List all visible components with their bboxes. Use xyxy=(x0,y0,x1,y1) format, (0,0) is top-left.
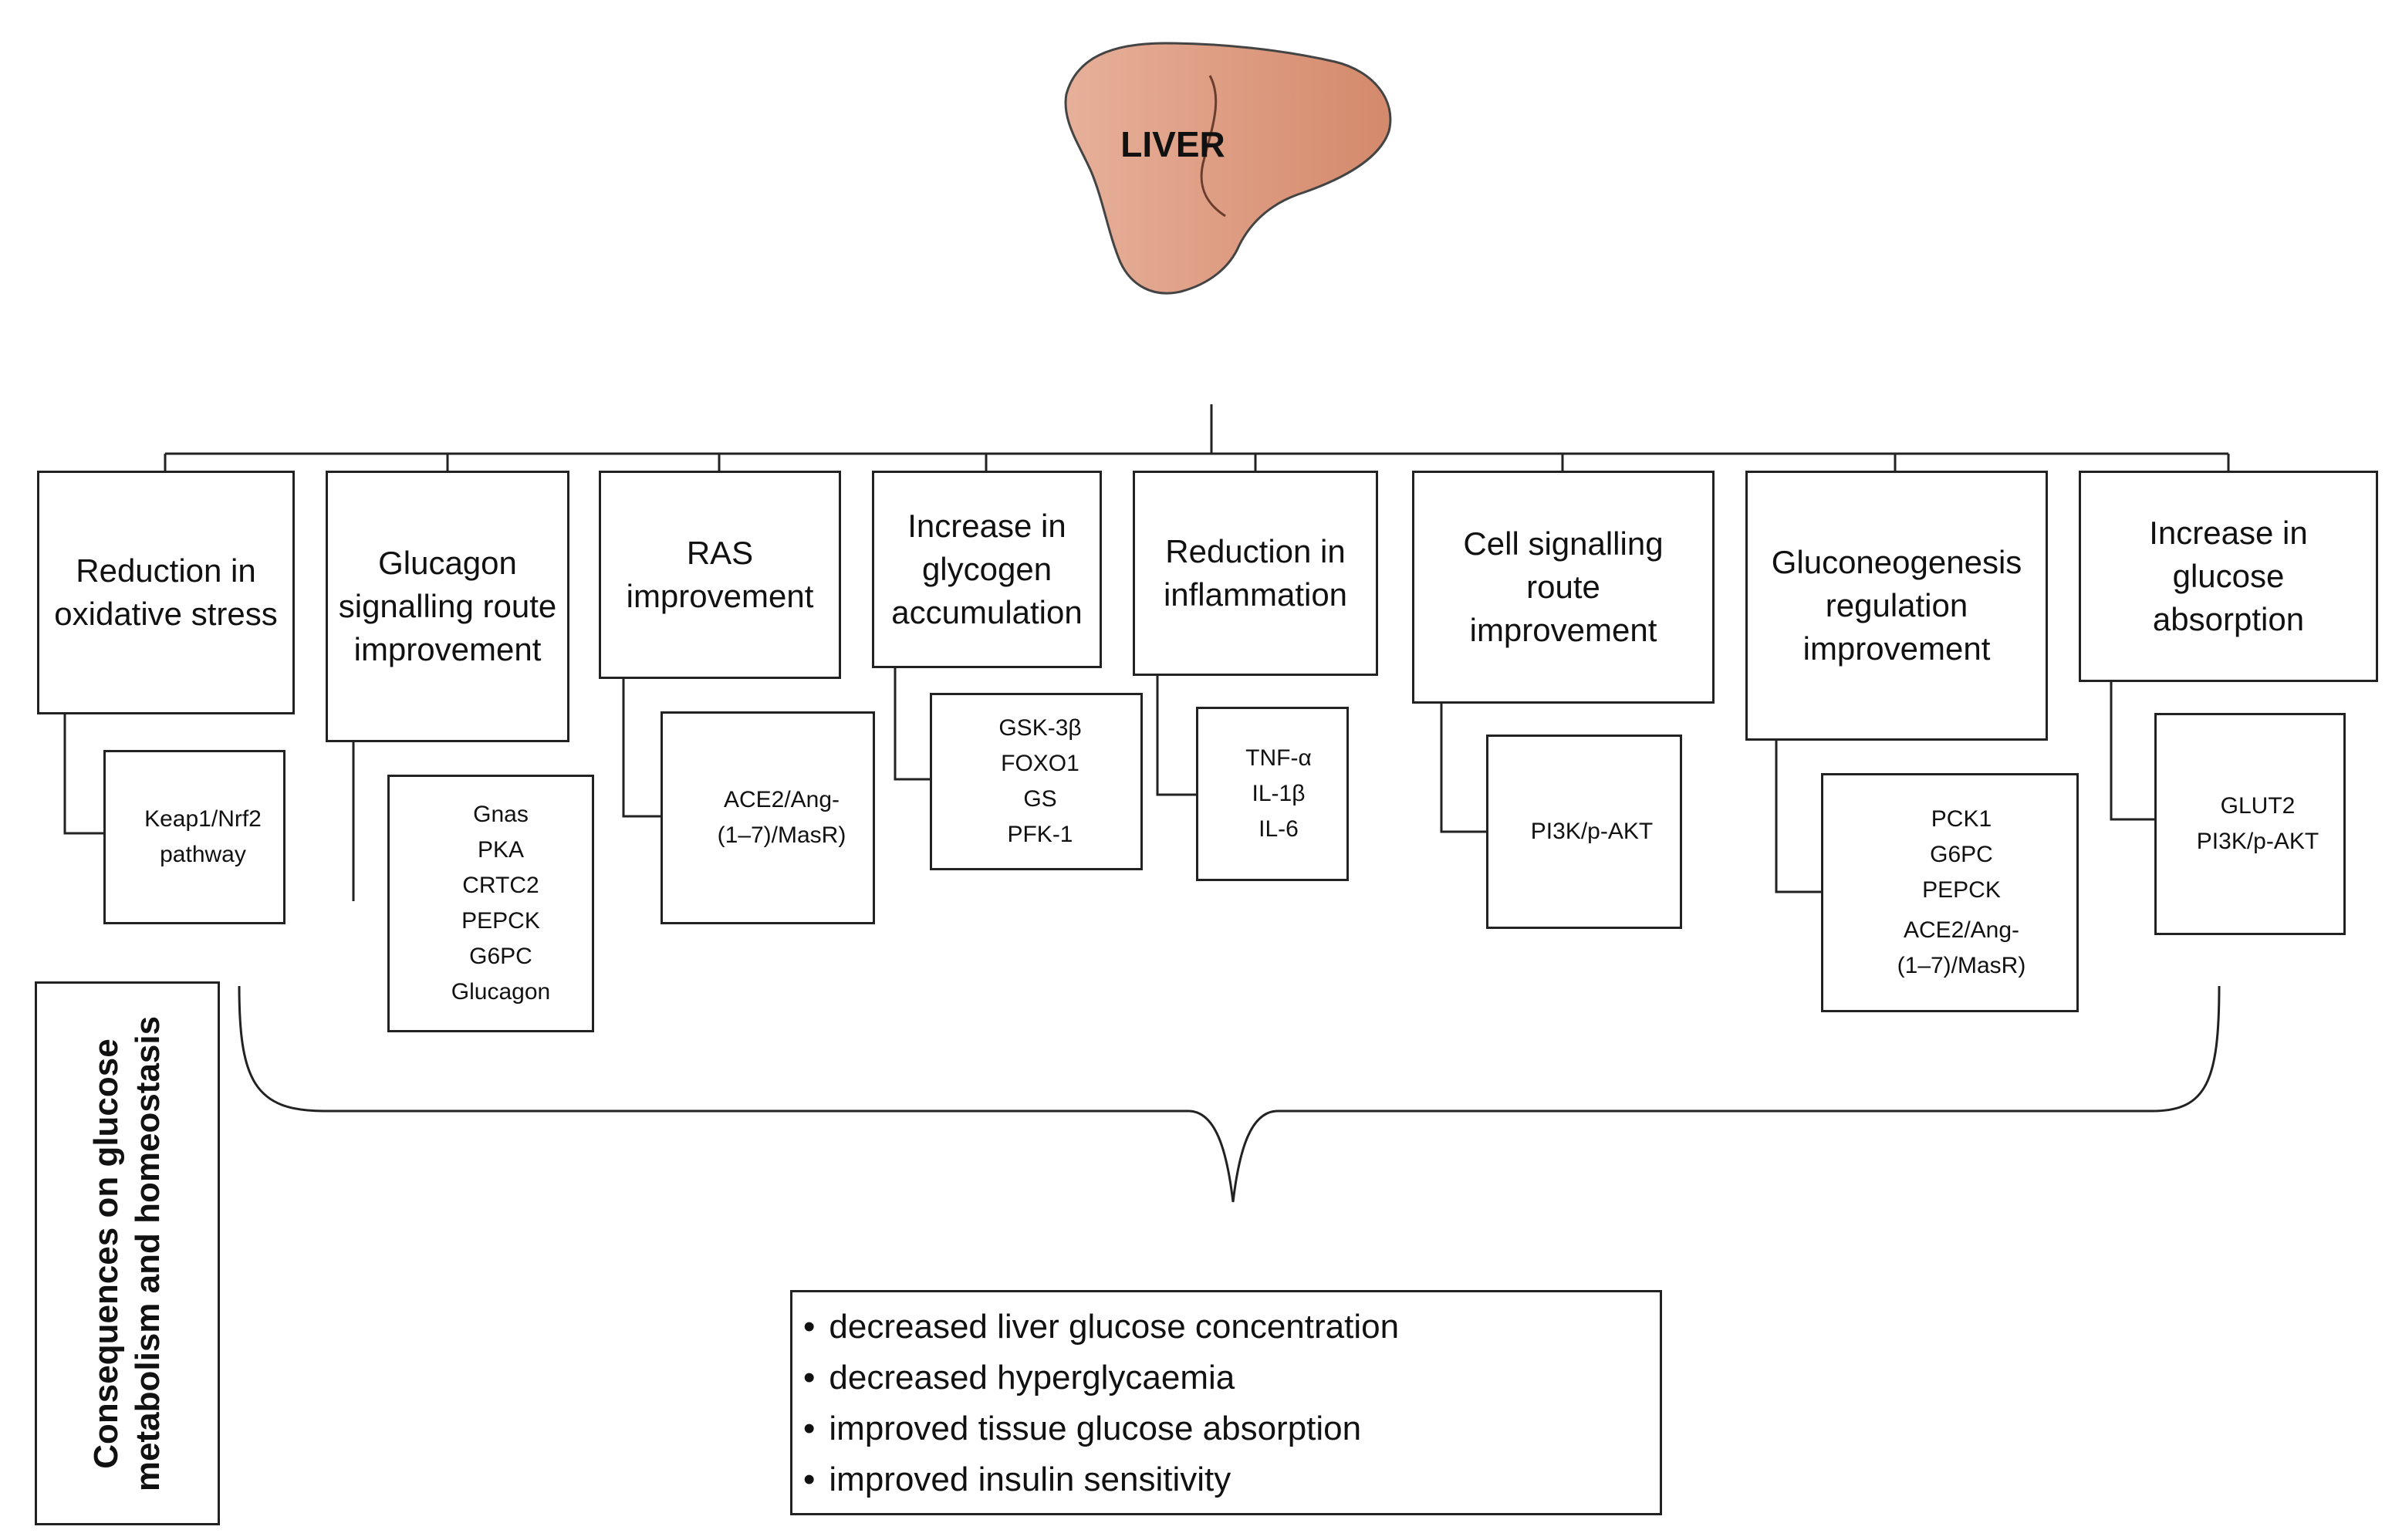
markers-gluconeogenesis: PCK1 G6PC PEPCK ACE2/Ang- (1–7)/MasR) xyxy=(1821,773,2079,1012)
marker-label: CRTC2 xyxy=(462,873,539,898)
mechanism-gluconeogenesis: Gluconeogenesis regulation improvement xyxy=(1745,471,2048,741)
outcome-item: improved insulin sensitivity xyxy=(803,1454,1649,1505)
consequences-label: Consequences on glucose metabolism and h… xyxy=(87,1015,167,1491)
outcome-item: improved tissue glucose absorption xyxy=(803,1403,1649,1454)
mechanism-title: Reduction in oxidative stress xyxy=(54,552,278,632)
liver-label: LIVER xyxy=(1120,124,1225,164)
mechanism-title: Reduction in inflammation xyxy=(1163,533,1348,613)
marker-label: PI3K/p-AKT xyxy=(1530,819,1654,844)
marker-label: Glucagon xyxy=(451,979,551,1005)
marker-label: (1–7)/MasR) xyxy=(1897,953,2026,978)
markers-inflammation: TNF-α IL-1β IL-6 xyxy=(1196,707,1349,881)
mechanism-oxidative-stress: Reduction in oxidative stress xyxy=(37,471,295,714)
marker-label: PEPCK xyxy=(1922,877,2001,903)
mechanism-title: Increase in glycogen accumulation xyxy=(891,508,1083,630)
marker-label: PKA xyxy=(477,837,525,863)
markers-glycogen: GSK-3β FOXO1 GS PFK-1 xyxy=(930,693,1143,870)
liver-illustration xyxy=(1064,42,1392,295)
marker-label: (1–7)/MasR) xyxy=(717,822,846,848)
marker-label: PCK1 xyxy=(1931,806,1992,832)
marker-label: Keap1/Nrf2 xyxy=(144,806,262,832)
mechanism-inflammation: Reduction in inflammation xyxy=(1133,471,1378,676)
mechanism-glucose-absorption: Increase in glucose absorption xyxy=(2079,471,2378,682)
outcomes-box: decreased liver glucose concentration de… xyxy=(790,1290,1662,1515)
mechanism-title: Gluconeogenesis regulation improvement xyxy=(1771,544,2022,667)
mechanism-glycogen: Increase in glycogen accumulation xyxy=(872,471,1102,668)
marker-label: FOXO1 xyxy=(1001,751,1079,776)
marker-label: GLUT2 xyxy=(2220,793,2296,819)
markers-oxidative-stress: Keap1/Nrf2 pathway xyxy=(103,750,285,924)
mechanism-title: Cell signalling route improvement xyxy=(1463,525,1664,648)
mechanism-title: Glucagon signalling route improvement xyxy=(338,545,557,667)
mechanism-title: Increase in glucose absorption xyxy=(2149,515,2308,637)
marker-label: GS xyxy=(1023,786,1057,812)
marker-label: ACE2/Ang- xyxy=(723,787,840,812)
outcome-item: decreased hyperglycaemia xyxy=(803,1353,1649,1403)
marker-label: GSK-3β xyxy=(998,715,1082,741)
marker-label: PI3K/p-AKT xyxy=(2196,829,2319,854)
mechanism-ras: RAS improvement xyxy=(599,471,841,679)
mechanism-glucagon-signalling: Glucagon signalling route improvement xyxy=(326,471,569,742)
marker-label: TNF-α xyxy=(1245,745,1312,771)
marker-label: pathway xyxy=(160,842,246,867)
marker-label: ACE2/Ang- xyxy=(1903,917,2020,943)
marker-label: IL-1β xyxy=(1252,781,1306,806)
consequences-label-box: Consequences on glucose metabolism and h… xyxy=(35,981,220,1525)
marker-label: G6PC xyxy=(1930,842,1993,867)
markers-glucose-absorption: GLUT2 PI3K/p-AKT xyxy=(2154,713,2346,935)
marker-label: G6PC xyxy=(469,944,532,969)
markers-cell-signalling: PI3K/p-AKT xyxy=(1486,735,1682,929)
liver-shape xyxy=(1064,42,1392,295)
outcomes-list: decreased liver glucose concentration de… xyxy=(803,1302,1649,1505)
markers-ras: ACE2/Ang- (1–7)/MasR) xyxy=(661,711,875,924)
marker-label: PFK-1 xyxy=(1007,822,1073,847)
markers-glucagon-signalling: Gnas PKA CRTC2 PEPCK G6PC Glucagon xyxy=(387,775,594,1032)
mechanism-cell-signalling: Cell signalling route improvement xyxy=(1412,471,1715,704)
marker-label: Gnas xyxy=(473,802,529,827)
mechanism-title: RAS improvement xyxy=(626,535,814,614)
curly-brace xyxy=(238,985,2221,1203)
marker-label: IL-6 xyxy=(1259,816,1299,842)
outcome-item: decreased liver glucose concentration xyxy=(803,1302,1649,1353)
marker-label: PEPCK xyxy=(461,908,540,934)
